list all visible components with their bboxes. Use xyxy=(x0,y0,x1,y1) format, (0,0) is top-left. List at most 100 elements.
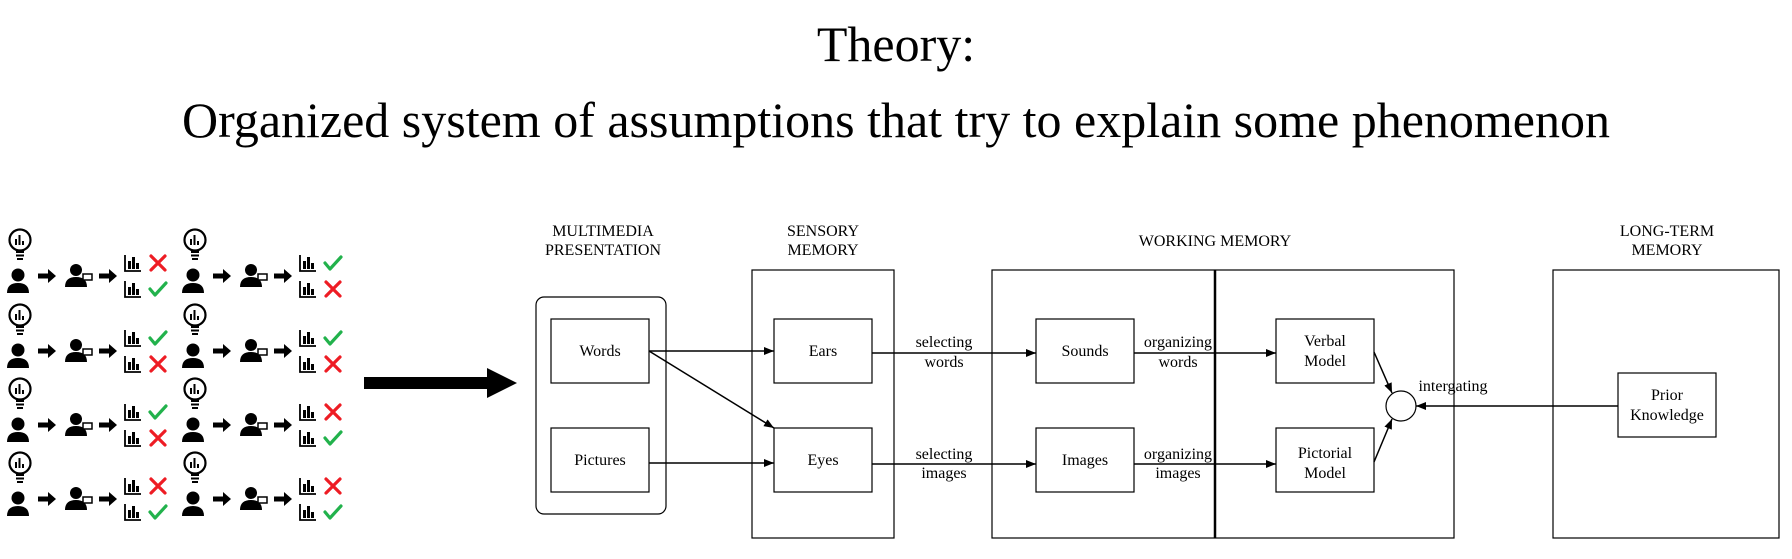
lightbulb-icon xyxy=(8,303,32,337)
small-arrow-icon xyxy=(38,269,56,283)
header-working-memory: WORKING MEMORY xyxy=(1139,233,1292,250)
verbal-model-line2: Model xyxy=(1304,353,1346,370)
small-arrow-icon xyxy=(99,344,117,358)
small-arrow-icon xyxy=(99,269,117,283)
selecting-images-line2: images xyxy=(921,465,966,482)
header-sensory-memory: SENSORY MEMORY xyxy=(787,223,859,259)
prior-knowledge-line1: Prior xyxy=(1651,387,1684,404)
presenter-icon xyxy=(64,412,93,437)
header-multimedia-line1: MULTIMEDIA xyxy=(552,223,654,240)
small-arrow-icon xyxy=(274,492,292,506)
small-arrow-icon xyxy=(213,269,231,283)
edge-verbal-integrating xyxy=(1373,351,1393,394)
check-icon xyxy=(148,281,168,297)
label-integrating: intergating xyxy=(1418,378,1487,395)
check-icon xyxy=(148,330,168,346)
chart-icon xyxy=(299,329,317,347)
chart-icon xyxy=(299,503,317,521)
experiment-block xyxy=(182,451,343,521)
lightbulb-icon xyxy=(183,228,207,262)
node-sounds: Sounds xyxy=(1035,318,1135,384)
person-icon xyxy=(7,343,29,368)
label-selecting-images: selecting images xyxy=(916,446,973,482)
subtitle: Organized system of assumptions that try… xyxy=(181,92,1610,148)
experiment-block xyxy=(182,303,343,373)
check-icon xyxy=(148,404,168,420)
edge-pictorial-integrating xyxy=(1373,418,1393,463)
chart-icon xyxy=(299,280,317,298)
header-multimedia-line2: PRESENTATION xyxy=(545,242,662,259)
chart-icon xyxy=(299,403,317,421)
header-sensory-line1: SENSORY xyxy=(787,223,859,240)
header-multimedia-presentation: MULTIMEDIA PRESENTATION xyxy=(545,223,662,259)
chart-icon xyxy=(124,477,142,495)
lightbulb-icon xyxy=(183,451,207,485)
small-arrow-icon xyxy=(38,344,56,358)
experiment-block xyxy=(7,377,168,447)
chart-icon xyxy=(124,429,142,447)
small-arrow-icon xyxy=(99,418,117,432)
small-arrow-icon xyxy=(38,418,56,432)
person-icon xyxy=(182,268,204,293)
experiment-block xyxy=(7,228,168,298)
organizing-images-line2: images xyxy=(1155,465,1200,482)
node-ears: Ears xyxy=(773,318,873,384)
cross-icon xyxy=(324,280,342,298)
presenter-icon xyxy=(239,263,268,288)
label-organizing-words: organizing words xyxy=(1144,334,1212,371)
words-label: Words xyxy=(579,343,620,360)
ears-label: Ears xyxy=(809,343,837,360)
multimedia-container xyxy=(535,296,667,515)
small-arrow-icon xyxy=(38,492,56,506)
cross-icon xyxy=(324,403,342,421)
presenter-icon xyxy=(64,338,93,363)
check-icon xyxy=(323,255,343,271)
lightbulb-icon xyxy=(183,377,207,411)
node-verbal-model: Verbal Model xyxy=(1275,318,1375,384)
organizing-words-line2: words xyxy=(1158,354,1197,371)
node-eyes: Eyes xyxy=(773,427,873,493)
selecting-words-line2: words xyxy=(924,354,963,371)
small-arrow-icon xyxy=(213,344,231,358)
sensory-memory-container xyxy=(751,269,895,539)
selecting-words-line1: selecting xyxy=(916,334,973,351)
big-arrow-icon xyxy=(364,368,517,398)
chart-icon xyxy=(124,280,142,298)
presenter-icon xyxy=(239,486,268,511)
cross-icon xyxy=(149,429,167,447)
node-images: Images xyxy=(1035,427,1135,493)
presenter-icon xyxy=(239,338,268,363)
pictorial-model-line1: Pictorial xyxy=(1298,445,1353,462)
header-long-term-memory: LONG-TERM MEMORY xyxy=(1620,223,1714,259)
pictures-label: Pictures xyxy=(574,452,626,469)
label-selecting-words: selecting words xyxy=(916,334,973,371)
selecting-images-line1: selecting xyxy=(916,446,973,463)
check-icon xyxy=(323,330,343,346)
title: Theory: xyxy=(816,16,976,72)
person-icon xyxy=(7,417,29,442)
pictorial-model-line2: Model xyxy=(1304,465,1346,482)
small-arrow-icon xyxy=(99,492,117,506)
presenter-icon xyxy=(64,263,93,288)
lightbulb-icon xyxy=(8,228,32,262)
cross-icon xyxy=(324,477,342,495)
person-icon xyxy=(182,343,204,368)
experiment-block xyxy=(182,228,343,298)
check-icon xyxy=(148,504,168,520)
cross-icon xyxy=(149,477,167,495)
experiment-icon-grid xyxy=(7,228,343,521)
experiment-block xyxy=(182,377,343,447)
chart-icon xyxy=(299,355,317,373)
node-pictorial-model: Pictorial Model xyxy=(1275,427,1375,493)
working-memory-container xyxy=(991,269,1455,539)
images-label: Images xyxy=(1062,452,1108,469)
label-organizing-images: organizing images xyxy=(1144,446,1212,482)
experiment-block xyxy=(7,303,168,373)
presenter-icon xyxy=(64,486,93,511)
cross-icon xyxy=(324,355,342,373)
person-icon xyxy=(182,491,204,516)
edges xyxy=(648,347,1618,468)
chart-icon xyxy=(299,477,317,495)
verbal-model-line1: Verbal xyxy=(1304,333,1346,350)
